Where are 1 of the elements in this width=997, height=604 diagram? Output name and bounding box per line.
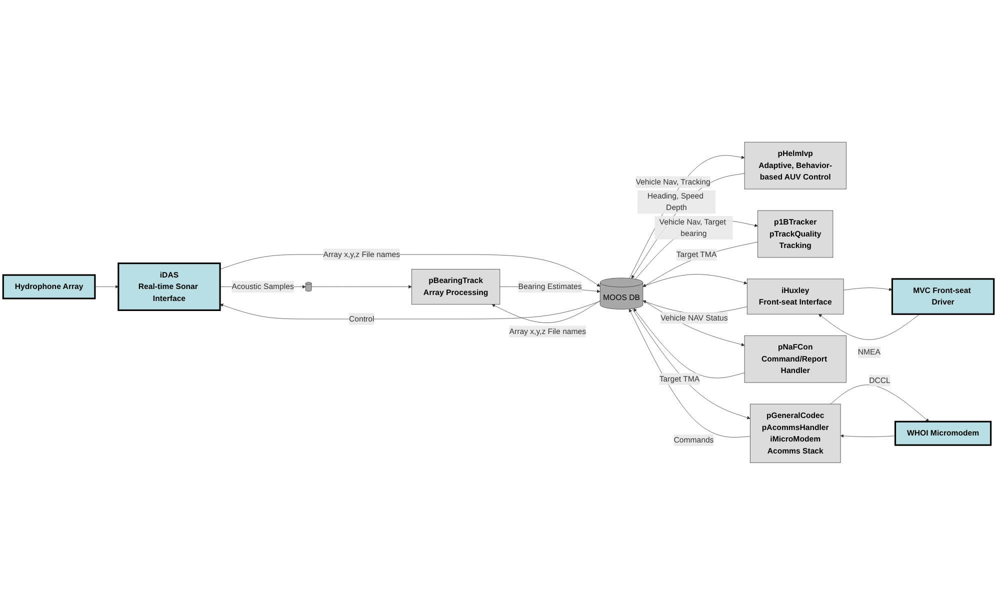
node-cylinder bbox=[305, 282, 312, 292]
